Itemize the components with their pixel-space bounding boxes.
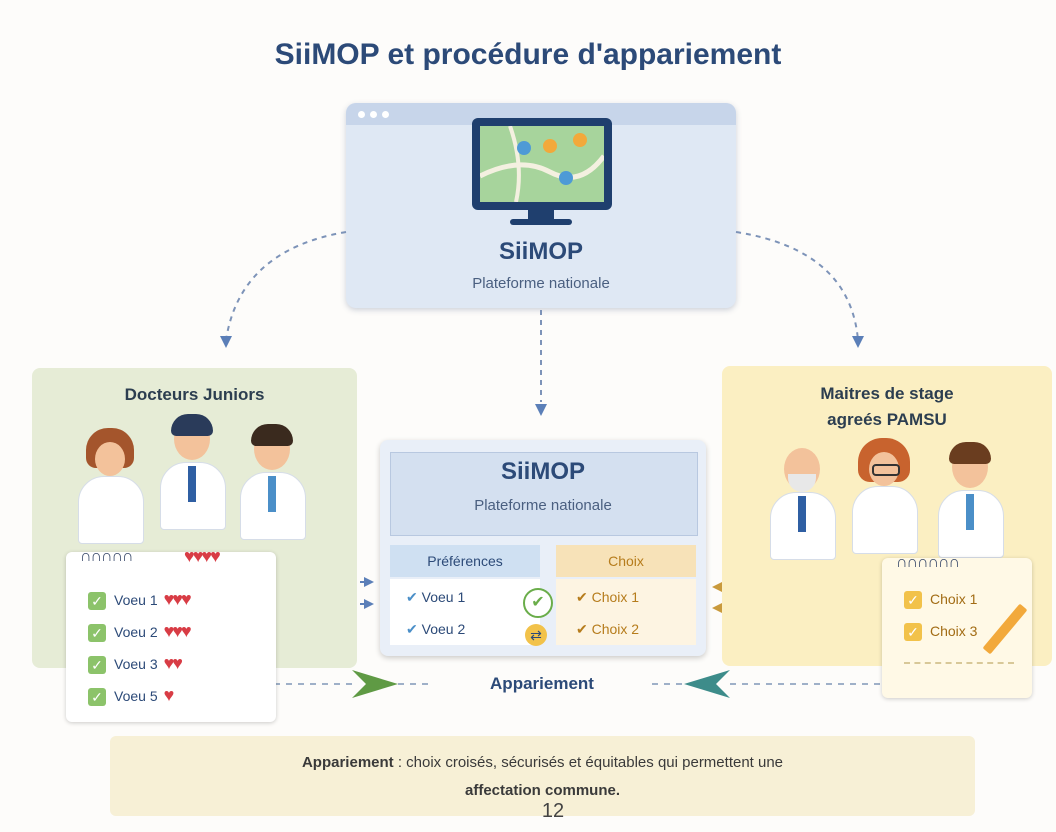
monitor-base-icon — [510, 219, 572, 225]
choice-item: ✓ Choix 3 — [904, 620, 977, 642]
checkmark-icon: ✔ — [576, 621, 588, 637]
choices-column: ✔ Choix 1 ✔ Choix 2 — [556, 579, 696, 645]
tutor-avatar-male — [938, 442, 1004, 558]
page-number: 12 — [541, 800, 565, 822]
checkmark-icon: ✔ — [406, 621, 418, 637]
preference-item: ✔ Voeu 1 — [406, 589, 466, 605]
map-roads-icon — [478, 125, 606, 203]
wish-label: Voeu 1 — [114, 592, 158, 608]
platform-header — [390, 452, 698, 536]
monitor-stand-icon — [528, 210, 554, 220]
choices-header: Choix — [556, 545, 696, 577]
window-dot-icon — [370, 111, 377, 118]
match-swap-icon: ⇄ — [525, 624, 547, 646]
wish-item: ✓ Voeu 1 ♥♥♥ — [88, 588, 192, 611]
choice-item: ✔ Choix 1 — [576, 589, 640, 605]
definition-box — [110, 736, 975, 816]
diagram-title: SiiMOP et procédure d'appariement — [274, 38, 782, 71]
hearts-rating-icon: ♥ — [163, 685, 175, 705]
center-platform-subtitle: Plateforme nationale — [474, 497, 612, 514]
checkbox-checked-icon: ✓ — [88, 592, 106, 611]
tutor-avatar-elder — [770, 448, 836, 560]
notebook-rings-icon: ∩∩∩∩∩ — [80, 548, 133, 565]
tutor-avatar-female — [852, 438, 918, 554]
preferences-header: Préférences — [390, 545, 540, 577]
checkbox-checked-icon: ✓ — [88, 688, 106, 707]
tutors-title-line2: agreés PAMSU — [827, 410, 947, 429]
center-platform-name: SiiMOP — [500, 458, 585, 485]
window-dot-icon — [382, 111, 389, 118]
window-dot-icon — [358, 111, 365, 118]
hearts-rating-icon: ♥♥♥ — [163, 589, 192, 609]
choice-item: ✔ Choix 2 — [576, 621, 640, 637]
definition-text: Appariement : choix croisés, sécurisés e… — [110, 749, 975, 805]
choice-item: ✓ Choix 1 — [904, 588, 977, 610]
appariement-label: Appariement — [490, 674, 594, 693]
doctor-avatar-male — [160, 414, 226, 530]
wish-item: ✓ Voeu 3 ♥♥ — [88, 652, 183, 675]
definition-line2: affectation commune. — [464, 782, 621, 799]
hearts-rating-icon: ♥♥ — [163, 653, 183, 673]
hearts-rating-icon: ♥♥♥♥ — [184, 546, 221, 566]
tutors-title-line1: Maitres de stage — [820, 384, 954, 403]
top-platform-subtitle: Plateforme nationale — [472, 275, 610, 292]
notebook-rings-icon: ∩∩∩∩∩∩ — [896, 554, 960, 571]
checkbox-checked-icon: ✓ — [88, 656, 106, 675]
wish-label: Voeu 5 — [114, 688, 158, 704]
junior-doctors-title: Docteurs Juniors — [124, 385, 265, 404]
checkbox-checked-icon: ✓ — [904, 623, 922, 642]
checkbox-checked-icon: ✓ — [88, 624, 106, 643]
hearts-rating-icon: ♥♥♥ — [163, 621, 192, 641]
wish-item: ✓ Voeu 2 ♥♥♥ — [88, 620, 192, 643]
doctor-avatar-female — [78, 428, 144, 544]
wish-label: Voeu 2 — [114, 624, 158, 640]
wish-item: ✓ Voeu 5 ♥ — [88, 684, 175, 707]
wishlist-card: ∩∩∩∩∩ ♥♥♥♥ ✓Voeu 1♥♥♥ ✓Voeu 2♥♥♥ ✓Voeu 3… — [66, 546, 276, 722]
definition-term: Appariement — [301, 754, 394, 771]
checkbox-checked-icon: ✓ — [904, 591, 922, 610]
preference-item: ✔ Voeu 2 — [406, 621, 466, 637]
map-icon — [478, 125, 606, 203]
window-titlebar — [346, 103, 736, 125]
match-approved-icon: ✔ — [523, 588, 553, 618]
wish-label: Voeu 3 — [114, 656, 158, 672]
choice-label: Choix 3 — [930, 623, 978, 639]
definition-body: : choix croisés, sécurisés et équitables… — [393, 754, 784, 771]
checkmark-icon: ✔ — [406, 589, 418, 605]
choice-label: Choix 1 — [930, 591, 978, 607]
doctor-avatar-male — [240, 424, 306, 540]
top-platform-name: SiiMOP — [498, 238, 583, 265]
preferences-column: ✔ Voeu 1 ✔ Voeu 2 — [390, 579, 540, 645]
checkmark-icon: ✔ — [576, 589, 588, 605]
